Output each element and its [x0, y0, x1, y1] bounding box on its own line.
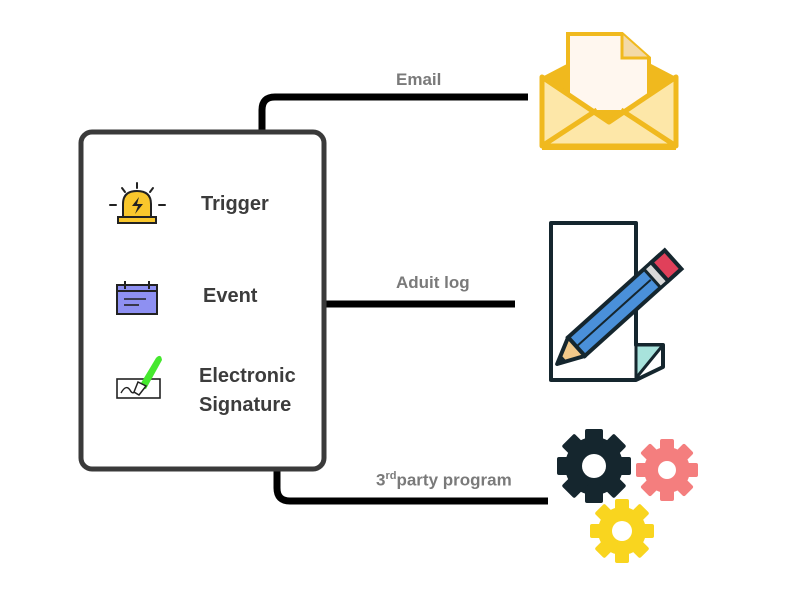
email-connector-label: Email: [396, 70, 442, 89]
third-party-label-prefix: 3: [376, 470, 386, 490]
calendar-icon: [116, 281, 158, 315]
email-connector: [258, 93, 528, 132]
gear-pink-icon: [636, 439, 698, 501]
third-party-label-rest: party program: [396, 470, 512, 490]
event-label: Event: [203, 285, 258, 307]
pencil-document-icon: [549, 221, 685, 382]
envelope-icon: [539, 32, 679, 150]
third-party-label-superscript: rd: [385, 470, 397, 482]
siren-icon: [109, 182, 166, 224]
gear-yellow-icon: [590, 499, 654, 563]
electronic-signature-label-line1: Electronic: [199, 365, 296, 387]
audit-log-connector-label: Aduit log: [396, 273, 470, 292]
gears-icon: [557, 429, 698, 563]
electronic-signature-label-line2: Signature: [199, 394, 292, 416]
third-party-connector: [273, 470, 548, 505]
gear-dark-icon: [557, 429, 631, 503]
signature-pen-icon: [116, 355, 162, 399]
trigger-label: Trigger: [201, 193, 269, 215]
third-party-connector-label: 3rdparty program: [376, 470, 512, 491]
